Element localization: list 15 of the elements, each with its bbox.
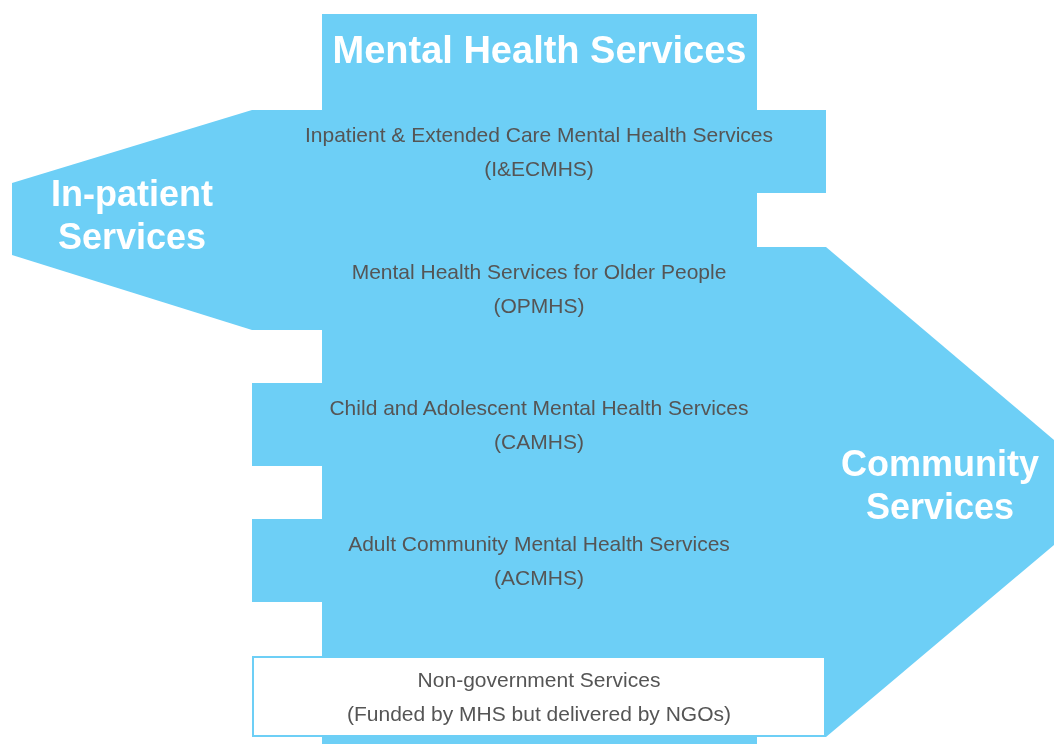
title: Mental Health Services [331, 28, 748, 73]
service-label: Mental Health Services for Older People [351, 258, 727, 285]
column-shape [322, 14, 757, 110]
service-label: (ACMHS) [494, 564, 584, 591]
service-label: Child and Adolescent Mental Health Services [329, 394, 749, 421]
service-box [252, 656, 826, 737]
category-label: Community Services [840, 442, 1040, 529]
service-label: Adult Community Mental Health Services [348, 530, 730, 557]
service-label: (I&ECMHS) [484, 155, 594, 182]
service-label: (OPMHS) [493, 292, 585, 319]
service-label: Inpatient & Extended Care Mental Health Services [304, 121, 774, 148]
service-label: Non-government Services [417, 666, 661, 693]
category-label: In-patient Services [50, 172, 214, 259]
service-label: (Funded by MHS but delivered by NGOs) [347, 700, 731, 727]
service-label: (CAMHS) [494, 428, 584, 455]
